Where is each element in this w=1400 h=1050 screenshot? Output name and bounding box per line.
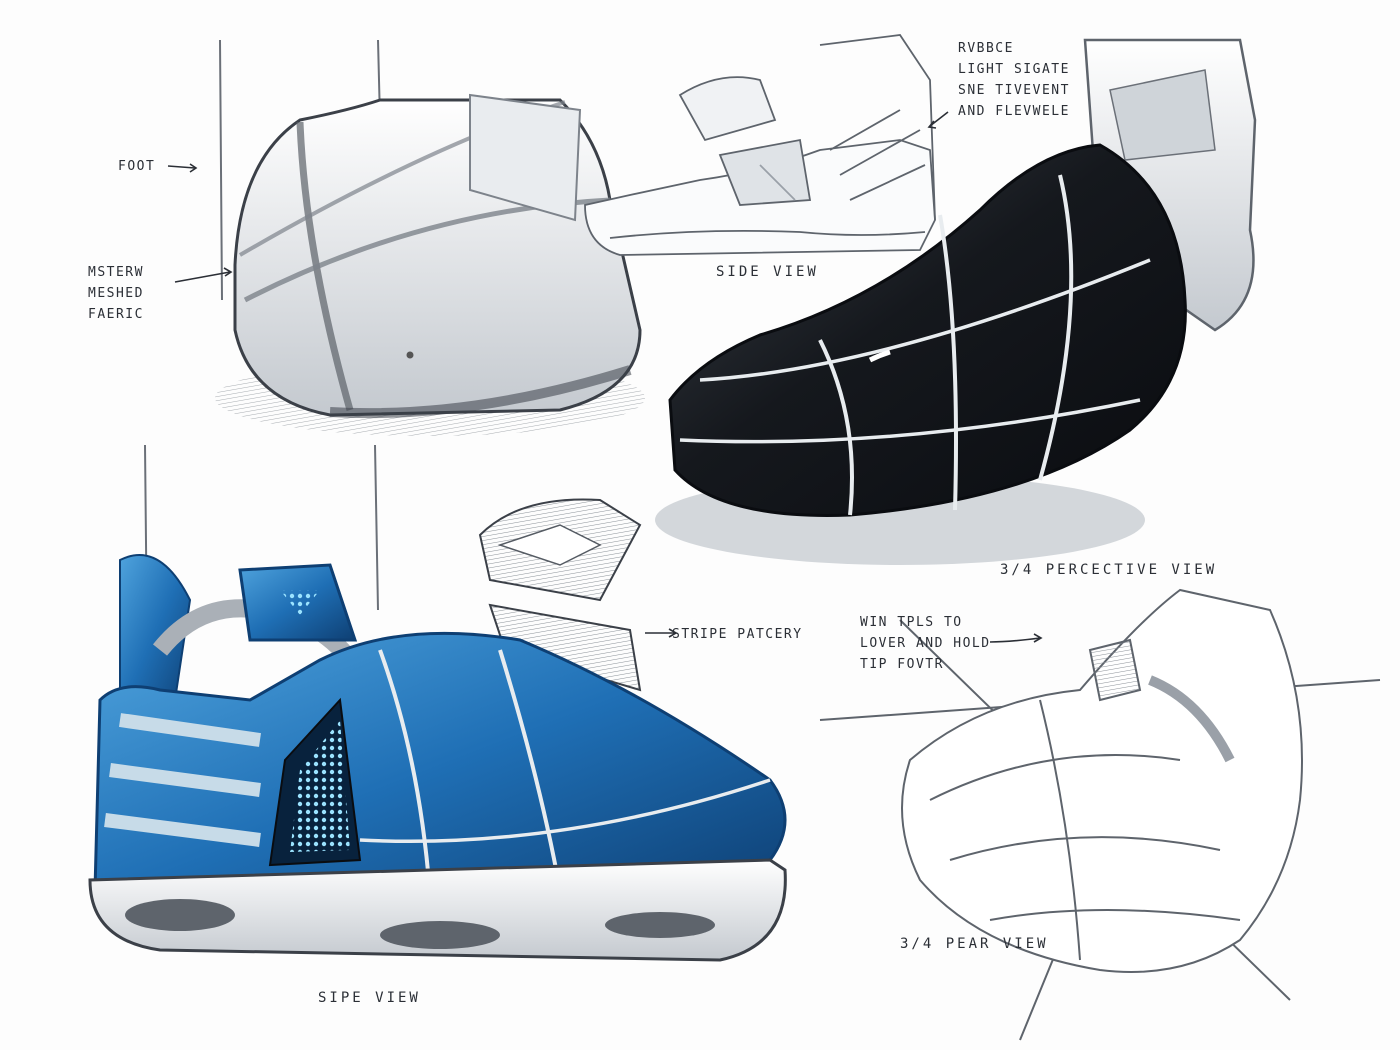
annotation-rubber-line-4: AND FLEVWELE	[958, 104, 1070, 119]
annotation-win-tpls: WIN TPLS TO LOVER AND HOLD TIP FOVTR	[860, 612, 991, 675]
annotation-win-line-2: LOVER AND HOLD	[860, 636, 991, 651]
annotation-foot-text: FOOT	[118, 159, 156, 174]
top-left-shoe-sketch	[215, 39, 645, 436]
annotation-mesh-line-2: MESHED	[88, 286, 144, 301]
annotation-rubber: RVBBCE LIGHT SIGATE SNE TIVEVENT AND FLE…	[958, 38, 1070, 122]
annotation-stripe-text: STRIPE PATCERY	[672, 627, 803, 642]
annotation-mesh-line-1: MSTERW	[88, 265, 144, 280]
caption-perspective-view: 3/4 PERCECTIVE VIEW	[1000, 560, 1217, 581]
annotation-win-line-1: WIN TPLS TO	[860, 615, 963, 630]
caption-perspective-view-text: 3/4 PERCECTIVE VIEW	[1000, 562, 1218, 578]
top-side-view-sketch	[584, 34, 936, 256]
annotation-stripe-pattern: STRIPE PATCERY	[672, 624, 803, 645]
blue-shoe-sketch	[88, 444, 787, 962]
caption-rear-view: 3/4 PEAR VIEW	[900, 934, 1049, 955]
annotation-foot: FOOT	[118, 156, 155, 177]
annotation-arrows	[167, 111, 1043, 643]
black-shoe-sketch	[655, 38, 1257, 565]
annotation-rubber-line-1: RVBBCE	[958, 41, 1014, 56]
annotation-mesh-fabric: MSTERW MESHED FAERIC	[88, 262, 144, 325]
caption-side-view-top-text: SIDE VIEW	[716, 264, 819, 280]
caption-side-view-bottom: SIPE VIEW	[318, 988, 421, 1009]
caption-side-view-bottom-text: SIPE VIEW	[318, 990, 421, 1006]
annotation-mesh-line-3: FAERIC	[88, 307, 144, 322]
annotation-rubber-line-2: LIGHT SIGATE	[958, 62, 1070, 77]
annotation-rubber-line-3: SNE TIVEVENT	[958, 83, 1070, 98]
rear-view-sketch	[819, 588, 1381, 1041]
caption-side-view-top: SIDE VIEW	[716, 262, 819, 283]
annotation-win-line-3: TIP FOVTR	[860, 657, 944, 672]
caption-rear-view-text: 3/4 PEAR VIEW	[900, 936, 1049, 952]
